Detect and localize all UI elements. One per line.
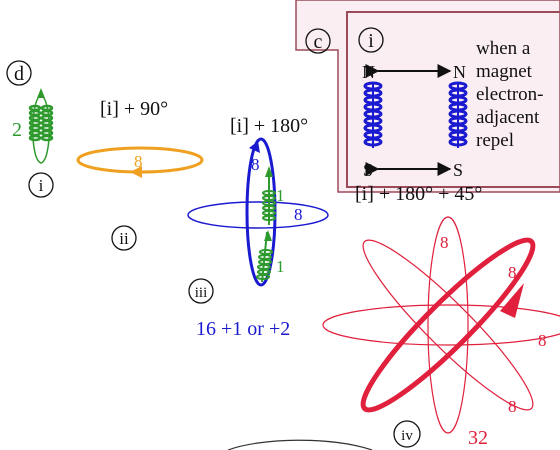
explanation-line-2: magnet bbox=[476, 61, 533, 82]
step-iii-loop-count: 8 bbox=[251, 155, 260, 174]
panel-d-label-circle bbox=[6, 60, 32, 86]
panel-d-label: d bbox=[14, 63, 24, 85]
explanation-line-5: repel bbox=[476, 130, 514, 151]
panel-c-inner-box bbox=[346, 11, 560, 188]
magnet-coil-right bbox=[448, 81, 468, 148]
step-iv-bold-orbit bbox=[360, 237, 536, 413]
step-iv-label: iv bbox=[401, 428, 413, 444]
panel-d: d 2 i [i] + 90° 8 bbox=[6, 60, 560, 450]
step-iii-coil-lower-count: 1 bbox=[276, 257, 285, 276]
step-iv-arrow bbox=[500, 283, 524, 318]
panel-c-label-circle bbox=[305, 28, 331, 54]
step-iii-total: 16 +1 or +2 bbox=[196, 318, 290, 340]
step-i-coil bbox=[28, 104, 54, 142]
step-iii-coil-upper-count: 1 bbox=[276, 186, 285, 205]
step-iv-count-3: 8 bbox=[538, 331, 547, 350]
step-ii-caption: [i] + 90° bbox=[100, 98, 168, 120]
step-i-count: 2 bbox=[12, 119, 22, 141]
step-i-label: i bbox=[39, 176, 44, 195]
panel-c-sub-label-circle bbox=[358, 27, 384, 53]
explanation-line-1: when a bbox=[476, 38, 531, 59]
pole-s-left: S bbox=[363, 160, 373, 180]
step-iii: [i] + 180° 8 8 1 1 iii bbox=[187, 115, 329, 340]
pole-n-left: N bbox=[362, 62, 375, 82]
step-iv-horizontal-orbit bbox=[322, 304, 560, 346]
step-iii-coil-upper-arrow bbox=[265, 166, 273, 177]
step-iii-ring bbox=[187, 201, 329, 229]
step-iv-count-1: 8 bbox=[440, 233, 449, 252]
step-i-label-circle bbox=[28, 172, 54, 198]
step-iv-vertical-orbit bbox=[427, 216, 469, 434]
magnet-coil-left bbox=[363, 81, 383, 148]
pole-n-right: N bbox=[453, 62, 466, 82]
step-iv-diagonal-orbit bbox=[362, 239, 534, 411]
step-iii-loop-arrow bbox=[249, 141, 260, 153]
step-i: 2 i bbox=[12, 88, 54, 198]
panel-c-sub-label: i bbox=[368, 30, 374, 52]
step-ii-count: 8 bbox=[134, 152, 143, 171]
step-ii-arrow bbox=[130, 166, 142, 178]
step-ii-label: ii bbox=[119, 229, 129, 248]
step-ii: [i] + 90° 8 ii bbox=[76, 98, 204, 251]
step-iv-label-circle bbox=[393, 420, 421, 448]
panel-c: c i N N S S when a magnet electron- adja… bbox=[295, 0, 560, 193]
step-iii-caption: [i] + 180° bbox=[230, 115, 308, 137]
step-iii-coil-lower-arrow bbox=[264, 230, 272, 241]
step-iii-label: iii bbox=[195, 285, 208, 301]
step-iii-coil-upper bbox=[262, 170, 276, 225]
step-iv-total: 32 bbox=[468, 427, 488, 449]
step-iii-ring-count: 8 bbox=[294, 205, 303, 224]
step-iv-caption: [i] + 180° + 45° bbox=[355, 183, 482, 205]
step-iii-label-circle bbox=[188, 278, 214, 304]
pole-s-right: S bbox=[453, 160, 463, 180]
step-ii-label-circle bbox=[111, 225, 137, 251]
step-i-arrow bbox=[37, 88, 45, 98]
step-iv: [i] + 180° + 45° 8 8 8 8 iv 32 bbox=[322, 183, 560, 449]
partial-outline-bottom bbox=[227, 439, 373, 450]
step-iv-count-4: 8 bbox=[508, 397, 517, 416]
panel-c-label: c bbox=[314, 31, 323, 53]
explanation-line-4: adjacent bbox=[476, 107, 540, 128]
step-iv-count-2: 8 bbox=[508, 263, 517, 282]
explanation-line-3: electron- bbox=[476, 84, 544, 105]
